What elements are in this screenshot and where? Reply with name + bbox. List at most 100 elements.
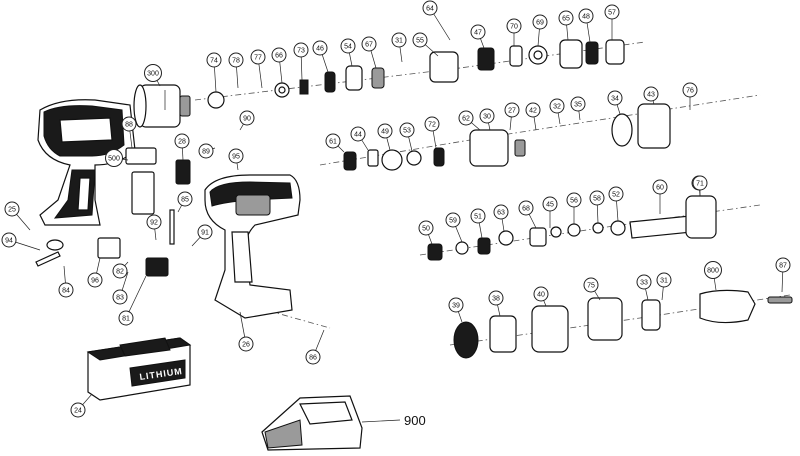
lower-spindle-parts (427, 195, 717, 261)
callout-number: 92 (150, 220, 158, 227)
callout-number: 70 (510, 24, 518, 31)
callout-bubble (504, 102, 520, 118)
callout-51: 51 (470, 208, 486, 239)
callout-number: 24 (74, 408, 82, 415)
callout-40: 40 (533, 286, 549, 307)
callout-bubble (250, 49, 266, 65)
callout-58: 58 (589, 190, 605, 224)
callout-bubble (488, 290, 504, 306)
callout-61: 61 (325, 133, 345, 153)
callout-number: 69 (536, 20, 544, 27)
callout-42: 42 (525, 102, 541, 131)
callout-bubble (533, 286, 549, 302)
switch-and-small-parts (35, 147, 191, 277)
callout-number: 63 (497, 210, 505, 217)
callout-bubble (704, 261, 722, 279)
callout-bubble (112, 263, 128, 279)
callout-65: 65 (558, 10, 574, 41)
callout-number: 82 (116, 269, 124, 276)
callout-number: 31 (395, 38, 403, 45)
callout-number: 28 (178, 139, 186, 146)
callout-number: 42 (529, 108, 537, 115)
callout-77: 77 (250, 49, 266, 89)
callout-number: 81 (122, 316, 130, 323)
callout-54: 54 (340, 38, 356, 67)
callout-number: 47 (474, 30, 482, 37)
charger: 900 (261, 395, 426, 451)
callout-800: 800 (704, 261, 722, 291)
callout-74: 74 (206, 52, 222, 93)
callout-number: 27 (508, 108, 516, 115)
upper-gear-parts (207, 39, 625, 109)
callout-number: 54 (344, 44, 352, 51)
callout-number: 60 (656, 185, 664, 192)
callout-number: 300 (147, 71, 159, 78)
callout-number: 49 (381, 129, 389, 136)
callout-66: 66 (271, 47, 287, 84)
callout-500: 500 (105, 149, 129, 167)
callout-bubble (144, 64, 162, 82)
callout-bubble (578, 8, 594, 24)
callout-number: 84 (62, 288, 70, 295)
callout-number: 66 (275, 53, 283, 60)
callout-88: 88 (121, 116, 137, 149)
callout-bubble (470, 24, 486, 40)
callout-number: 39 (452, 303, 460, 310)
callout-44: 44 (350, 126, 369, 151)
callout-34: 34 (607, 90, 623, 115)
callout-number: 88 (125, 122, 133, 129)
callout-number: 56 (570, 198, 578, 205)
callout-46: 46 (312, 40, 329, 73)
callout-number: 26 (242, 342, 250, 349)
callout-bubble (305, 349, 321, 365)
callout-90: 90 (239, 110, 255, 131)
callout-number: 74 (210, 58, 218, 65)
callout-31: 31 (391, 32, 407, 63)
callout-bubble (238, 336, 254, 352)
callout-bubble (399, 122, 415, 138)
callout-number: 67 (365, 42, 373, 49)
callout-24: 24 (70, 393, 93, 418)
callout-300: 300 (144, 64, 162, 87)
callout-number: 58 (593, 196, 601, 203)
callout-28: 28 (174, 133, 190, 161)
callout-26: 26 (238, 311, 254, 352)
callout-number: 77 (254, 55, 262, 62)
callout-bubble (604, 4, 620, 20)
callout-59: 59 (445, 212, 463, 243)
middle-clutch-parts (343, 103, 671, 171)
callout-number: 30 (483, 114, 491, 121)
callout-43: 43 (643, 86, 659, 105)
callout-bubble (239, 110, 255, 126)
callout-bubble (228, 148, 244, 164)
callout-30: 30 (479, 108, 495, 131)
callout-bubble (656, 272, 672, 288)
callout-bubble (293, 42, 309, 58)
callout-bubble (518, 200, 534, 216)
callout-number: 62 (462, 116, 470, 123)
callout-number: 38 (492, 296, 500, 303)
callout-27: 27 (504, 102, 520, 131)
callout-number: 64 (426, 6, 434, 13)
callout-60: 60 (652, 179, 668, 214)
callout-number: 44 (354, 132, 362, 139)
callout-31: 31 (656, 272, 672, 301)
callout-bubble (228, 52, 244, 68)
callout-69: 69 (532, 14, 548, 47)
callout-bubble (377, 123, 393, 139)
callout-bubble (87, 272, 103, 288)
callout-bubble (583, 277, 599, 293)
callout-number: 72 (428, 122, 436, 129)
battery-pack: LITHIUM (86, 337, 192, 401)
callout-bubble (607, 90, 623, 106)
callout-number: 35 (574, 102, 582, 109)
callout-bubble (643, 86, 659, 102)
callout-52: 52 (608, 186, 624, 222)
callout-83: 83 (112, 271, 129, 305)
callout-38: 38 (488, 290, 504, 317)
callout-bubble (445, 212, 461, 228)
callout-53: 53 (399, 122, 415, 152)
callout-bubble (418, 220, 434, 236)
